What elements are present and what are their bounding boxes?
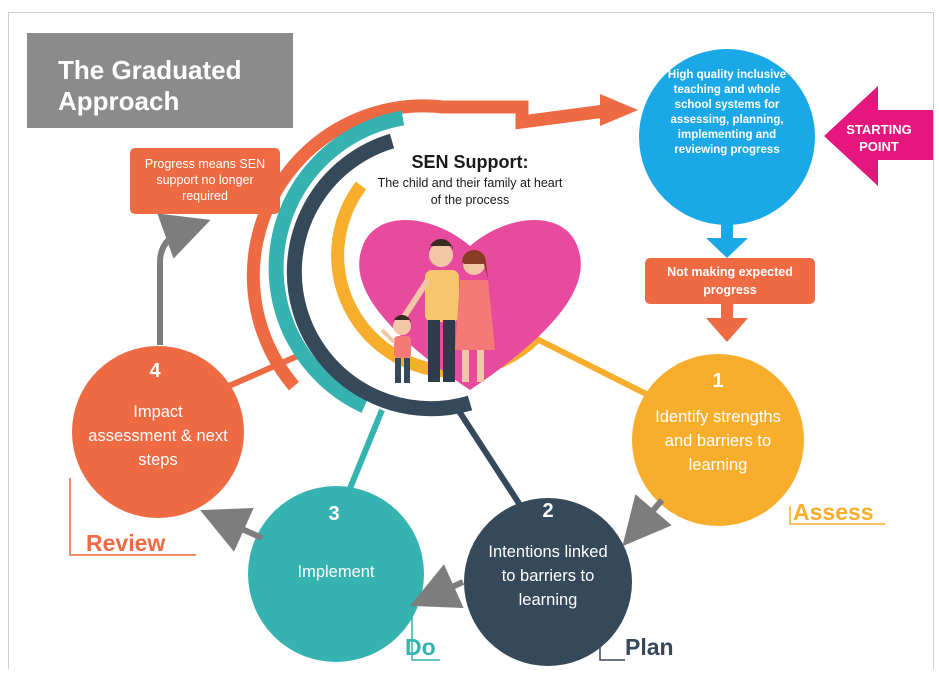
start-circle xyxy=(639,49,815,225)
blue-arrow-stem xyxy=(721,222,733,242)
ring-navy xyxy=(286,133,473,417)
step-4-number: 4 xyxy=(149,360,161,382)
assess-underline xyxy=(789,506,885,525)
not-making-box xyxy=(645,258,815,304)
step-2-text: Intentions linked to barriers to learnin… xyxy=(488,543,608,609)
review-label: Review xyxy=(86,530,166,556)
starting-point-arrow xyxy=(824,86,933,186)
arrow-1-to-2 xyxy=(622,494,672,547)
starting-point-label: STARTING POINT xyxy=(846,122,912,154)
assess-label: Assess xyxy=(793,499,874,525)
progress-note-box xyxy=(130,148,280,214)
do-label: Do xyxy=(405,634,436,660)
arrow-to-progress xyxy=(157,213,211,345)
blue-arrowhead xyxy=(706,238,748,258)
family-illustration xyxy=(380,238,495,383)
start-circle-text: High quality inclusive teaching and whol… xyxy=(667,69,787,156)
connector-yellow xyxy=(533,335,664,405)
step-1-circle xyxy=(632,354,804,526)
not-making-text: Not making expected progress xyxy=(667,265,793,297)
connector-navy xyxy=(452,403,523,507)
progress-note-text: Progress means SEN support no longer req… xyxy=(144,157,266,203)
center-subtext: The child and their family at heart of t… xyxy=(377,176,563,207)
review-underline xyxy=(69,478,196,556)
step-1-number: 1 xyxy=(712,370,724,392)
title-box xyxy=(27,33,293,128)
step-2-number: 2 xyxy=(542,500,554,522)
orange-down-arrowhead xyxy=(706,318,748,342)
arrow-3-to-4 xyxy=(200,507,264,552)
page-frame xyxy=(8,12,934,669)
ring-orange xyxy=(246,99,613,391)
step-4-text: Impact assessment & next steps xyxy=(88,403,228,469)
step-2-circle xyxy=(464,498,632,666)
page-title: The Graduated Approach xyxy=(58,55,242,116)
center-heading: SEN Support: xyxy=(411,152,529,172)
orange-arrowhead xyxy=(600,94,638,126)
ring-teal xyxy=(268,110,405,413)
do-underline xyxy=(411,610,440,661)
arrow-2-to-3 xyxy=(410,564,465,608)
step-4-circle xyxy=(72,346,244,518)
step-3-text: Implement xyxy=(297,563,375,581)
plan-label: Plan xyxy=(625,634,674,660)
step-3-number: 3 xyxy=(328,503,340,525)
step-1-text: Identify strengths and barriers to learn… xyxy=(655,408,781,474)
step-3-circle xyxy=(248,486,424,662)
